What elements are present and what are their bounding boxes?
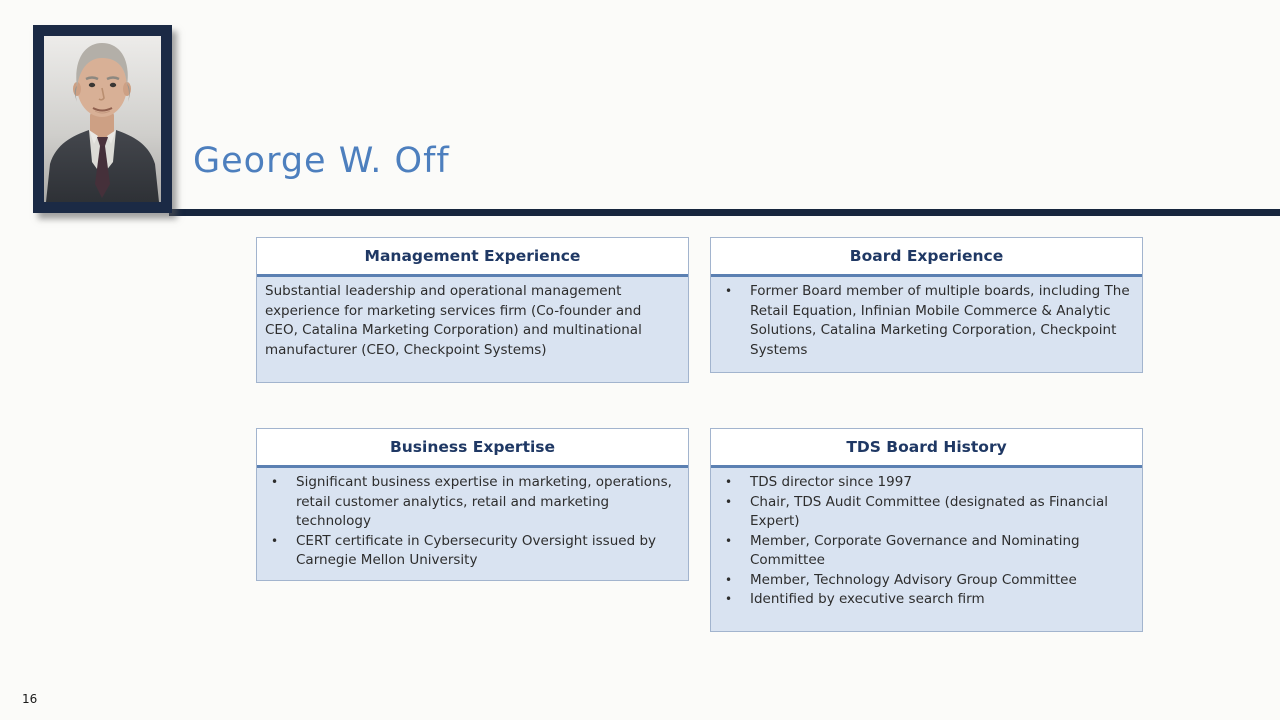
management-experience-list: •Substantial leadership and operational … <box>257 282 688 360</box>
bullet-icon: • <box>725 475 733 489</box>
list-item-text: TDS director since 1997 <box>750 474 912 490</box>
list-item-text: CERT certificate in Cybersecurity Oversi… <box>296 532 656 569</box>
bullet-icon: • <box>725 284 733 298</box>
list-item-text: Identified by executive search firm <box>750 591 985 607</box>
list-item: • Member, Corporate Governance and Nomina… <box>711 532 1142 571</box>
portrait-photo <box>33 25 172 213</box>
card-header-tds-board-history: TDS Board History <box>711 429 1142 468</box>
page-number: 16 <box>22 692 38 706</box>
list-item-text: Member, Technology Advisory Group Commit… <box>750 571 1077 588</box>
list-item: • Significant business expertise in marke… <box>257 473 688 532</box>
list-item: • CERT certificate in Cybersecurity Overs… <box>257 532 688 571</box>
business-expertise-list: • Significant business expertise in marke… <box>257 473 688 571</box>
list-item: • Member, Technology Advisory Group Commi… <box>711 571 1142 591</box>
card-header-management-experience: Management Experience <box>257 238 688 277</box>
list-item: • Former Board member of multiple boards,… <box>711 282 1142 360</box>
board-experience-list: • Former Board member of multiple boards,… <box>711 282 1142 360</box>
card-body-tds-board-history: • TDS director since 1997 • Chair, TDS Audi… <box>711 468 1142 631</box>
card-body-business-expertise: • Significant business expertise in marke… <box>257 468 688 580</box>
list-item: • Identified by executive search firm <box>711 590 1142 610</box>
list-item: • Chair, TDS Audit Committee (designated … <box>711 493 1142 532</box>
list-item-text: Substantial leadership and operational m… <box>265 283 642 358</box>
card-board-experience: Board Experience • Former Board member of… <box>710 237 1143 373</box>
list-item-text: Member, Corporate Governance and Nominat… <box>750 532 1080 569</box>
list-item: • TDS director since 1997 <box>711 473 1142 493</box>
card-tds-board-history: TDS Board History • TDS director since 19… <box>710 428 1143 632</box>
bullet-icon: • <box>725 533 733 548</box>
card-management-experience: Management Experience •Substantial leade… <box>256 237 689 383</box>
bullet-icon: • <box>725 494 733 509</box>
bullet-icon: • <box>725 572 733 587</box>
bullet-icon: • <box>725 592 733 606</box>
title-divider <box>169 209 1280 216</box>
page-title: George W. Off <box>193 141 450 181</box>
list-item: •Substantial leadership and operational … <box>257 282 688 360</box>
portrait-illustration <box>44 36 161 202</box>
card-header-business-expertise: Business Expertise <box>257 429 688 468</box>
list-item-text: Significant business expertise in market… <box>296 474 672 529</box>
list-item-text: Former Board member of multiple boards, … <box>750 283 1130 358</box>
bullet-icon: • <box>271 533 279 548</box>
card-business-expertise: Business Expertise • Significant business… <box>256 428 689 581</box>
card-body-board-experience: • Former Board member of multiple boards,… <box>711 277 1142 372</box>
card-header-board-experience: Board Experience <box>711 238 1142 277</box>
bullet-icon: • <box>271 475 279 489</box>
tds-board-history-list: • TDS director since 1997 • Chair, TDS Audi… <box>711 473 1142 610</box>
list-item-text: Chair, TDS Audit Committee (designated a… <box>750 493 1109 530</box>
card-body-management-experience: •Substantial leadership and operational … <box>257 277 688 382</box>
